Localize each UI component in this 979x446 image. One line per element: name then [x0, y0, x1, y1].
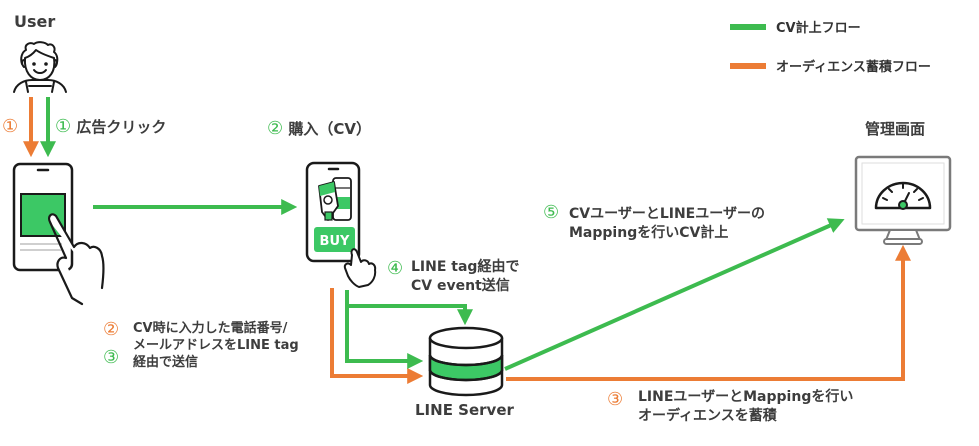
- user-avatar-icon: [13, 41, 67, 93]
- step-2-label: ② 購入（CV）: [267, 119, 371, 139]
- step-5-line-2: Mappingを行いCV計上: [569, 225, 729, 241]
- legend-label: オーディエンス蓄積フロー: [776, 60, 931, 75]
- arrow-green-purchase-to-server-side: [345, 290, 424, 369]
- step-4-line-1: LINE tag経由で: [411, 259, 520, 275]
- legend-item-audience: オーディエンス蓄積フロー: [730, 56, 931, 75]
- arrow-orange-server-to-dashboard: [506, 244, 911, 381]
- step-1-label: ① 広告クリック: [55, 117, 166, 137]
- legend-swatch-orange: [730, 62, 766, 69]
- buy-button-label: BUY: [320, 234, 350, 249]
- arrow-orange-purchase-to-server: [330, 288, 424, 384]
- user-label: User: [14, 12, 56, 31]
- step-23-line-3: 経由で送信: [133, 355, 199, 370]
- step-23-line-2: メールアドレスをLINE tag: [133, 338, 299, 353]
- server-label: LINE Server: [415, 401, 514, 419]
- step-5-line-1: CVユーザーとLINEユーザーの: [569, 206, 765, 222]
- step-23-line-1: CV時に入力した電話番号/: [133, 321, 288, 336]
- step-3-audience-description: LINEユーザーとMappingを行い オーディエンスを蓄積: [638, 388, 853, 426]
- legend-swatch-green: [730, 23, 766, 30]
- step-4-line-2: CV event送信: [411, 278, 510, 294]
- step-1-green-number: ①: [55, 116, 72, 137]
- legend-item-cv: CV計上フロー: [730, 17, 861, 36]
- step-2-text: 購入（CV）: [288, 120, 371, 138]
- arrow-green-cv-event-to-server: [347, 304, 473, 326]
- step-5-description: CVユーザーとLINEユーザーの Mappingを行いCV計上: [569, 205, 765, 243]
- step-3-line-2: オーディエンスを蓄積: [638, 408, 777, 424]
- legend-label: CV計上フロー: [776, 21, 861, 36]
- dashboard-label: 管理画面: [865, 120, 926, 138]
- step-5-number: ⑤: [543, 202, 560, 223]
- step-1-orange-number: ①: [2, 116, 19, 137]
- smartphone-tap-icon: [12, 162, 105, 306]
- monitor-gauge-icon: [854, 155, 952, 245]
- step-3-line-1: LINEユーザーとMappingを行い: [638, 389, 854, 405]
- step-3-orange-number: ③: [607, 389, 624, 410]
- database-icon: [428, 326, 504, 397]
- step-3-green-number: ③: [103, 347, 120, 368]
- step-23-description: CV時に入力した電話番号/ メールアドレスをLINE tag 経由で送信: [133, 320, 299, 371]
- step-4-number: ④: [387, 258, 404, 279]
- step-4-description: LINE tag経由で CV event送信: [411, 258, 519, 296]
- step-1-text: 広告クリック: [76, 118, 167, 136]
- step-2-number: ②: [267, 118, 284, 139]
- arrow-green-server-to-dashboard: [504, 218, 845, 371]
- smartphone-buy-icon: BUY: [305, 161, 377, 288]
- step-2-orange-number: ②: [103, 319, 120, 340]
